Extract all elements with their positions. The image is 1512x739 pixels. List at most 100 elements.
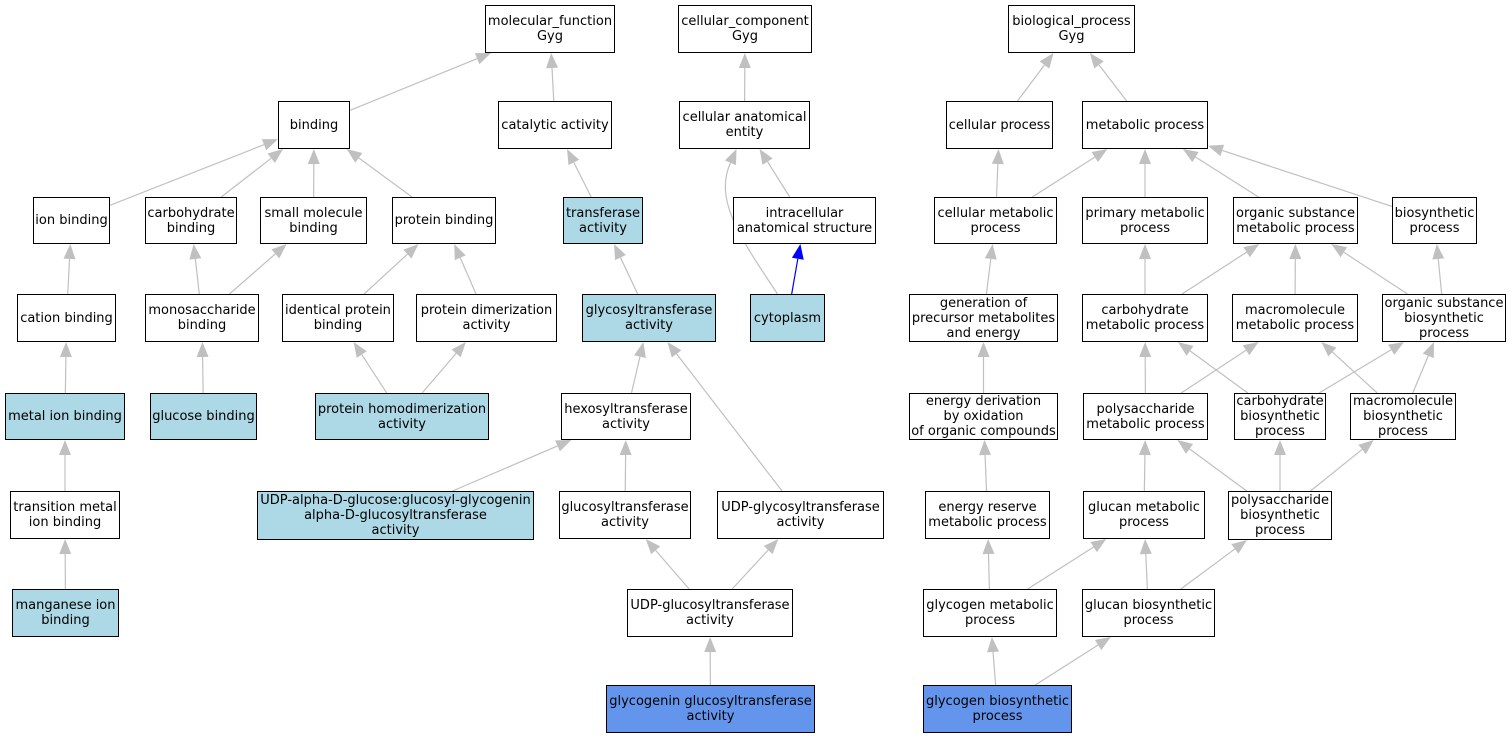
term-node-catalytic[interactable]: catalytic activity [498,101,612,149]
term-node-carb-metab[interactable]: carbohydrate metabolic process [1082,294,1208,342]
edge-gen-precursor-to-cell-metab [984,244,997,295]
edge-cation-binding-to-ion-binding [63,244,76,295]
edge-glucan-metab-to-polysacch-metab [1138,440,1151,492]
edge-macro-metab-to-org-sub-metab [1289,244,1302,295]
term-node-identical-prot[interactable]: identical protein binding [282,294,394,342]
edge-cell-anat-to-cc-root [738,53,751,102]
term-node-org-sub-metab[interactable]: organic substance metabolic process [1233,197,1358,244]
edge-glucan-bio-to-polysacch-bio [1180,540,1247,590]
edge-metal-ion-to-cation-binding [59,342,72,394]
edge-polysacch-bio-to-carb-bio [1274,440,1286,491]
term-node-energy-reserve[interactable]: energy reserve metabolic process [925,491,1050,539]
edge-hexosyl-to-glycosyltransferase [630,342,646,394]
edge-glucose-binding-to-monosacch [196,342,209,394]
edge-intracellular-to-cell-anat [759,149,791,198]
edge-energy-reserve-to-energy-deriv [979,440,992,492]
term-node-transferase[interactable]: transferase activity [563,197,643,244]
term-node-small-mol[interactable]: small molecule binding [260,197,367,244]
term-node-prim-metab[interactable]: primary metabolic process [1082,197,1208,244]
edge-polysacch-metab-to-macro-metab [1180,342,1259,394]
edge-prot-homodimer-to-identical-prot [353,342,388,394]
term-node-intracellular[interactable]: intracellular anatomical structure [733,197,876,244]
edge-cytoplasm-to-intracellular [791,244,804,295]
term-node-cell-anat[interactable]: cellular anatomical entity [679,101,810,149]
term-node-trans-metal[interactable]: transition metal ion binding [10,491,120,539]
term-node-prot-homodimer[interactable]: protein homodimerization activity [315,393,489,440]
term-node-carb-binding[interactable]: carbohydrate binding [145,197,237,244]
term-node-manganese[interactable]: manganese ion binding [12,589,119,637]
edge-manganese-to-trans-metal [59,539,72,590]
term-node-metal-ion[interactable]: metal ion binding [5,393,125,440]
edge-energy-deriv-to-gen-precursor [977,342,990,393]
term-node-prot-dimer[interactable]: protein dimerization activity [416,294,557,342]
term-node-gen-precursor[interactable]: generation of precursor metabolites and … [909,294,1058,342]
edge-polysacch-metab-to-carb-metab [1139,342,1152,394]
edge-carb-bio-to-org-sub-bio [1318,342,1405,394]
term-node-monosacch[interactable]: monosaccharide binding [145,294,259,342]
edge-carb-binding-to-binding [220,149,284,198]
term-node-hexosyl[interactable]: hexosyltransferase activity [561,393,691,440]
edge-metabolic-process-to-bp-root [1089,53,1128,102]
term-node-mf-root[interactable]: molecular_function Gyg [485,5,615,53]
edge-monosacch-to-carb-binding [189,244,202,295]
term-node-protein-binding[interactable]: protein binding [392,197,496,244]
edge-prot-dimer-to-protein-binding [454,244,477,295]
term-node-energy-deriv[interactable]: energy derivation by oxidation of organi… [909,393,1058,440]
term-node-bp-root[interactable]: biological_process Gyg [1008,5,1135,53]
term-node-macro-metab[interactable]: macromolecule metabolic process [1232,294,1358,342]
term-node-glycosyltransferase[interactable]: glycosyltransferase activity [582,294,716,342]
edge-org-sub-bio-to-org-sub-metab [1331,244,1408,295]
edge-small-mol-to-binding [307,149,320,198]
term-node-cation-binding[interactable]: cation binding [17,294,116,342]
term-node-glucan-bio[interactable]: glucan biosynthetic process [1082,589,1215,637]
term-node-glycogen-bio[interactable]: glycogen biosynthetic process [923,685,1072,733]
term-node-cellular-process[interactable]: cellular process [946,101,1053,149]
term-node-ion-binding[interactable]: ion binding [33,197,110,244]
term-node-glucosyltransferase[interactable]: glucosyltransferase activity [559,491,691,539]
term-node-glucose-binding[interactable]: glucose binding [150,393,257,440]
term-node-cc-root[interactable]: cellular_component Gyg [678,5,812,53]
edge-glucosyltransferase-to-hexosyl [619,440,632,492]
edge-macro-bio-to-org-sub-bio [1412,342,1435,394]
edge-carb-metab-to-prim-metab [1139,244,1151,294]
edge-cell-metab-to-cellular-process [991,149,1004,198]
term-node-biosynthetic[interactable]: biosynthetic process [1392,197,1477,244]
term-node-glucan-metab[interactable]: glucan metabolic process [1083,491,1205,539]
edge-udp-glucosyl-to-udp-glycosyl [731,539,779,590]
edge-glycogen-metab-to-energy-reserve [982,539,995,590]
edge-carb-bio-to-carb-metab [1177,342,1249,394]
edge-glycogen-bio-to-glucan-bio [1034,637,1111,686]
edge-biosynthetic-to-metabolic-process [1208,144,1393,208]
edge-prot-homodimer-to-prot-dimer [421,342,466,394]
term-node-cytoplasm[interactable]: cytoplasm [750,294,825,342]
term-node-polysacch-bio[interactable]: polysaccharide biosynthetic process [1228,491,1332,540]
edge-binding-to-mf-root [349,53,491,111]
edge-glycogen-metab-to-glucan-metab [1027,539,1107,590]
term-node-binding[interactable]: binding [278,101,350,149]
term-node-glycogenin-gt[interactable]: glycogenin glucosyltransferase activity [606,685,815,733]
edge-glycogenin-gt-to-udp-glucosyl [704,637,717,686]
edge-transferase-to-catalytic [567,149,592,198]
term-node-cell-metab[interactable]: cellular metabolic process [934,197,1057,244]
term-node-metabolic-process[interactable]: metabolic process [1082,101,1208,149]
edge-udp-glucosyl-to-glucosyltransferase [645,539,690,590]
edge-org-sub-metab-to-metabolic-process [1182,149,1259,198]
term-node-polysacch-metab[interactable]: polysaccharide metabolic process [1083,393,1208,440]
edge-org-sub-bio-to-biosynthetic [1432,244,1445,295]
edge-carb-metab-to-org-sub-metab [1181,244,1260,295]
term-node-udp-glycogenin[interactable]: UDP-alpha-D-glucose:glucosyl-glycogenin … [257,491,534,540]
term-node-udp-glycosyl[interactable]: UDP-glycosyltransferase activity [717,491,884,539]
edge-glycogen-bio-to-glycogen-metab [987,637,1000,686]
term-node-org-sub-bio[interactable]: organic substance biosynthetic process [1382,294,1506,342]
term-node-udp-glucosyl[interactable]: UDP-glucosyltransferase activity [627,589,793,637]
edge-protein-binding-to-binding [346,149,413,198]
edge-udp-glycogenin-to-hexosyl [452,440,572,492]
edge-cellular-process-to-bp-root [1017,53,1054,102]
term-node-macro-bio[interactable]: macromolecule biosynthetic process [1350,393,1456,440]
term-node-glycogen-metab[interactable]: glycogen metabolic process [923,589,1057,637]
edge-glycosyltransferase-to-transferase [614,244,639,295]
edge-prim-metab-to-metabolic-process [1139,149,1151,197]
term-node-carb-bio[interactable]: carbohydrate biosynthetic process [1234,393,1326,440]
edge-cell-metab-to-metabolic-process [1031,149,1108,198]
